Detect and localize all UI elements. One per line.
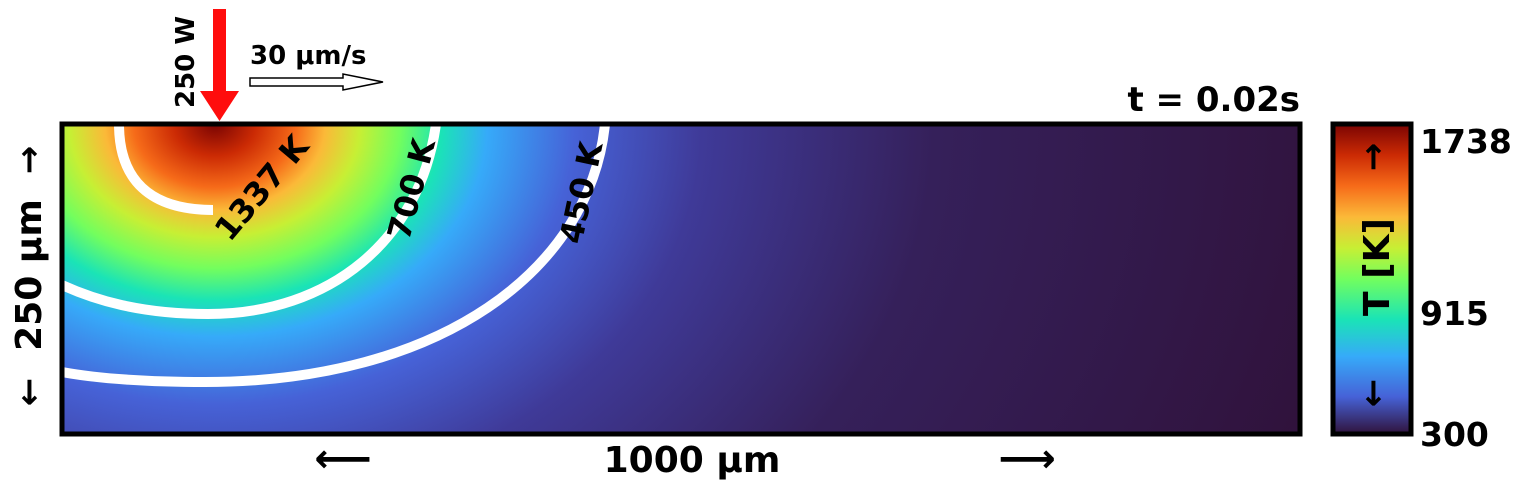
depth-dimension: → 250 μm ←	[9, 146, 50, 407]
colorbar-tick-max: 1738	[1420, 122, 1512, 161]
scan-speed-label: 30 μm/s	[250, 41, 366, 71]
width-label: 1000 μm	[604, 440, 781, 481]
colorbar-title: T [K]	[1357, 218, 1398, 316]
colorbar-tick-mid: 915	[1420, 294, 1489, 333]
width-arrow-right: ⟶	[998, 436, 1055, 482]
temperature-field	[62, 124, 1300, 434]
contour-line-1337	[114, 124, 214, 215]
colorbar-tick-min: 300	[1420, 415, 1489, 454]
plot-frame	[59, 121, 1303, 437]
colorbar: → T [K] ← 1738 915 300	[1330, 121, 1512, 454]
laser-power-label: 250 W	[171, 16, 201, 108]
colorbar-arrow-down: ←	[1353, 379, 1393, 408]
time-label: t = 0.02s	[1127, 80, 1300, 120]
contour-line-450	[62, 124, 610, 388]
colorbar-arrow-up: →	[1353, 143, 1393, 172]
width-arrow-left: ⟵	[314, 436, 371, 482]
depth-arrow-up: →	[9, 146, 49, 175]
width-dimension: ⟵ 1000 μm ⟶	[314, 436, 1055, 482]
depth-arrow-down: ←	[9, 378, 49, 407]
scan-direction-arrow-icon	[249, 73, 384, 91]
colorbar-gradient	[1330, 121, 1414, 437]
depth-label: 250 μm	[9, 199, 50, 351]
contour-line-700	[62, 124, 441, 320]
laser-arrow-icon	[200, 9, 239, 121]
